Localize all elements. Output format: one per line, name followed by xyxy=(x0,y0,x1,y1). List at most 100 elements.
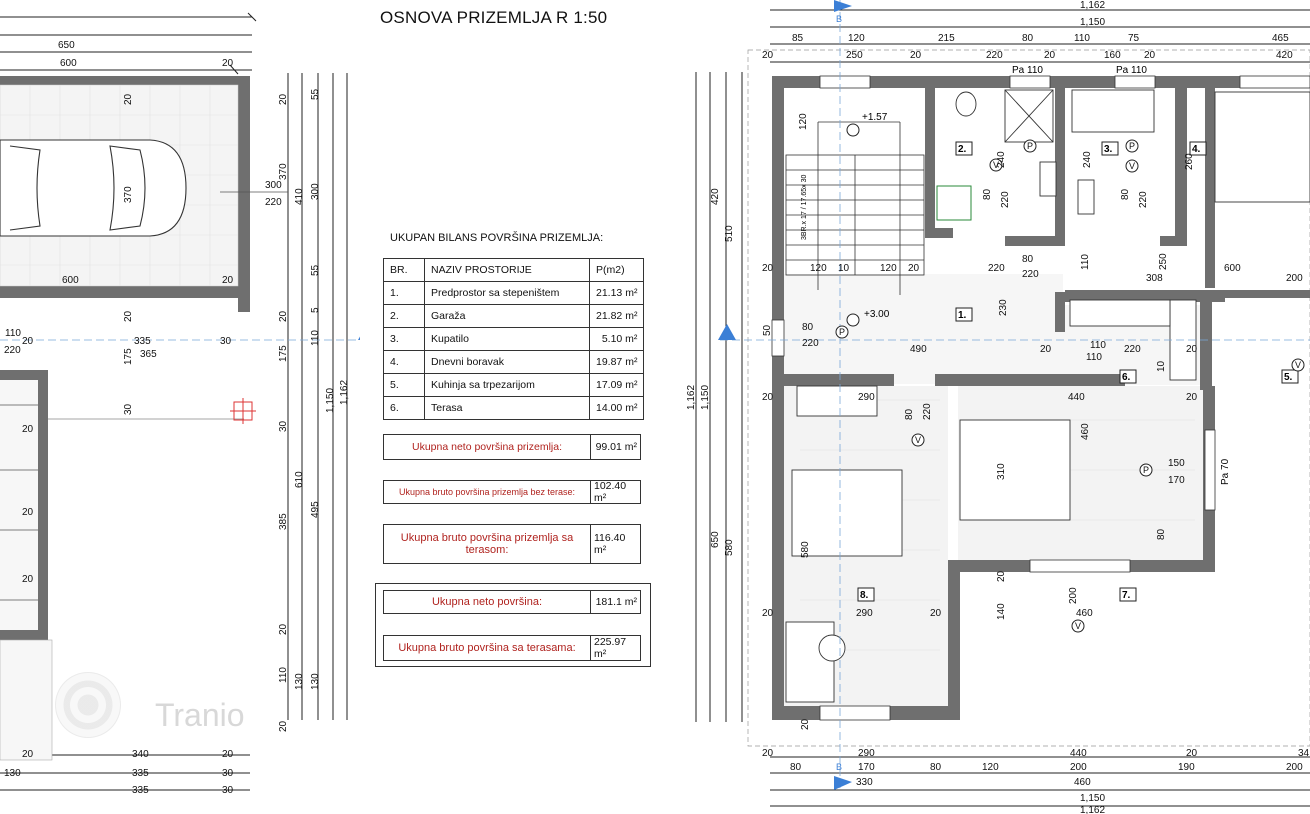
dim: 1,162 xyxy=(686,385,697,410)
dim: 200 xyxy=(1286,273,1303,284)
level-marker-icon xyxy=(846,123,860,137)
dim: 20 xyxy=(930,608,942,619)
row-no: 6. xyxy=(383,396,425,420)
dim: 220 xyxy=(922,403,933,420)
total-label: Ukupna bruto površina prizemlja sa teras… xyxy=(384,525,591,563)
dim: 20 xyxy=(222,275,234,286)
dim: 510 xyxy=(724,225,735,242)
stair-label: 3BR.x 17 / 17.65x 30 xyxy=(801,175,808,240)
dim: 20 xyxy=(1186,748,1198,759)
dim: 220 xyxy=(1000,191,1011,208)
door-mark: V xyxy=(1295,360,1301,370)
dim: 250 xyxy=(1158,253,1169,270)
col-area: P(m2) xyxy=(588,258,645,282)
dim: 495 xyxy=(310,501,321,518)
dim: 650 xyxy=(58,40,75,51)
dim: 170 xyxy=(1168,475,1185,486)
door-mark: V xyxy=(1075,621,1081,631)
row-area: 21.82 m² xyxy=(588,304,645,328)
dim: 460 xyxy=(1074,777,1091,788)
dim: 335 xyxy=(132,768,149,779)
dim: 20 xyxy=(910,50,922,61)
dim: 220 xyxy=(802,338,819,349)
dim: 20 xyxy=(222,749,234,760)
dim: 5 xyxy=(310,307,321,313)
dim: 465 xyxy=(1272,33,1289,44)
dim: 20 xyxy=(762,608,774,619)
total-gross-all: Ukupna bruto površina sa terasama: 225.9… xyxy=(383,635,641,661)
row-name: Garaža xyxy=(424,304,590,328)
dim: 1,162 xyxy=(339,380,350,405)
dim: 110 xyxy=(1090,340,1106,351)
dim: 340 xyxy=(132,749,149,760)
row-no: 1. xyxy=(383,281,425,305)
dim: 335 xyxy=(134,336,151,347)
dim: 215 xyxy=(938,33,955,44)
row-area: 21.13 m² xyxy=(588,281,645,305)
bed-icon xyxy=(1214,91,1310,203)
row-no: 4. xyxy=(383,350,425,374)
dim: 308 xyxy=(1146,273,1163,284)
dim: 200 xyxy=(1068,587,1079,604)
dim: 80 xyxy=(1156,528,1167,540)
dim: 220 xyxy=(986,50,1003,61)
dim: 1,150 xyxy=(1080,793,1105,804)
dim: 20 xyxy=(762,748,774,759)
dim: 220 xyxy=(988,263,1005,274)
dim: 120 xyxy=(982,762,999,773)
room-tag: 2. xyxy=(958,144,967,155)
dim: 30 xyxy=(222,768,234,779)
dim: 130 xyxy=(310,673,321,690)
dim: 30 xyxy=(123,403,134,415)
dim: 55 xyxy=(310,88,321,100)
dim: 80 xyxy=(790,762,802,773)
dim: 250 xyxy=(846,50,863,61)
bed-icon xyxy=(959,419,1071,521)
area-table-header: BR. NAZIV PROSTORIJE P(m2) xyxy=(383,258,645,282)
dim: 20 xyxy=(22,424,34,435)
dim: 85 xyxy=(792,33,804,44)
section-marker-b-icon xyxy=(834,0,852,12)
dim: 220 xyxy=(1022,269,1039,280)
dim: 300 xyxy=(310,183,321,200)
room-tag: 8. xyxy=(860,590,869,601)
dim: 600 xyxy=(1224,263,1241,274)
dim: 580 xyxy=(724,539,735,556)
row-name: Kuhinja sa trpezarijom xyxy=(424,373,590,397)
dim: 110 xyxy=(278,667,289,683)
dim: 600 xyxy=(60,58,77,69)
dim: 150 xyxy=(1168,458,1185,469)
dim: 220 xyxy=(1138,191,1149,208)
dim: 290 xyxy=(858,392,875,403)
dim: 1,150 xyxy=(325,388,336,413)
dim: 20 xyxy=(22,336,34,347)
dim: 110 xyxy=(1080,254,1091,270)
dim: 120 xyxy=(848,33,865,44)
total-label: Ukupna neto površina: xyxy=(384,591,591,613)
dim: 110 xyxy=(5,328,21,339)
staircase xyxy=(785,121,925,295)
left-plan: A 650 600 20 600 20 110 220 20 335 30 36… xyxy=(0,12,360,796)
dim: 440 xyxy=(1070,748,1087,759)
car-icon xyxy=(0,139,187,237)
total-label: Ukupna bruto površina prizemlja bez tera… xyxy=(384,481,591,503)
dim: 80 xyxy=(1120,188,1131,200)
dim: 1,162 xyxy=(1080,0,1105,11)
row-area: 5.10 m² xyxy=(588,327,645,351)
dim: 30 xyxy=(278,420,289,432)
dim: 20 xyxy=(762,263,774,274)
dim: 650 xyxy=(710,531,721,548)
dim: 120 xyxy=(810,263,827,274)
window-label: Pa 70 xyxy=(1220,458,1231,485)
dim: 200 xyxy=(1070,762,1087,773)
sink-icon xyxy=(1039,161,1057,197)
door-mark: V xyxy=(993,160,999,170)
dim: 365 xyxy=(140,349,157,360)
dim: 80 xyxy=(904,408,915,420)
dim: 20 xyxy=(123,310,134,322)
dim: 130 xyxy=(4,768,21,779)
dim: 20 xyxy=(800,718,811,730)
dim: 20 xyxy=(1040,344,1052,355)
dim: 110 xyxy=(1086,352,1102,363)
total-label: Ukupna neto površina prizemlja: xyxy=(384,435,591,459)
